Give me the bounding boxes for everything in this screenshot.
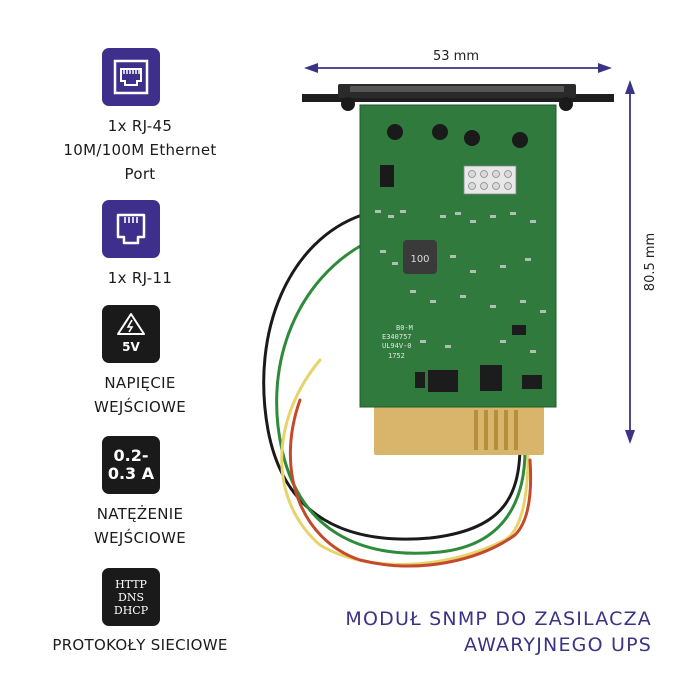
feature-voltage-label: NAPIĘCIE WEJŚCIOWE (20, 371, 260, 419)
feature-rj11-label: 1x RJ-11 (20, 266, 260, 290)
feature-line: WEJŚCIOWE (94, 529, 186, 547)
protocol-badge-line: DHCP (113, 603, 149, 617)
title-line: AWARYJNEGO UPS (463, 634, 652, 656)
feature-line: 1x RJ-45 (107, 117, 173, 135)
svg-text:B0-M: B0-M (396, 324, 413, 332)
feature-line: 10M/100M Ethernet (63, 141, 217, 159)
voltage-badge: 5V (122, 340, 140, 354)
pcb-components (375, 210, 546, 353)
svg-text:E340757: E340757 (382, 333, 412, 341)
current-value-icon: 0.2- 0.3 A (102, 436, 160, 494)
current-badge-line: 0.2- (113, 446, 149, 465)
feature-rj45-label: 1x RJ-45 10M/100M Ethernet Port (20, 114, 260, 186)
mounting-bracket (302, 84, 614, 111)
feature-current-label: NATĘŻENIE WEJŚCIOWE (20, 502, 260, 550)
ic-chips (415, 325, 542, 392)
feature-protocols-label: PROTOKOŁY SIECIOWE (20, 633, 260, 657)
silkscreen-text: B0-M E340757 UL94V-0 1752 (382, 324, 413, 360)
pin-header (463, 165, 517, 195)
feature-line: WEJŚCIOWE (94, 398, 186, 416)
board-top-connectors (380, 124, 528, 187)
cable-bundle (262, 213, 533, 568)
width-dimension-label: 53 mm (433, 49, 479, 64)
feature-line: Port (124, 165, 156, 183)
high-voltage-icon: 5V (102, 305, 160, 363)
gold-edge-connector (374, 405, 544, 455)
product-title: MODUŁ SNMP DO ZASILACZA AWARYJNEGO UPS (292, 606, 652, 658)
feature-line: PROTOKOŁY SIECIOWE (52, 636, 228, 654)
title-line: MODUŁ SNMP DO ZASILACZA (345, 608, 652, 630)
inductor-marking: 100 (410, 254, 429, 265)
height-dimension-label: 80.5 mm (643, 233, 658, 291)
current-badge-line: 0.3 A (107, 464, 155, 483)
feature-line: 1x RJ-11 (107, 269, 173, 287)
height-dimension-arrow (625, 80, 635, 444)
ethernet-port-icon (102, 48, 160, 106)
protocol-badge-line: DNS (118, 590, 144, 604)
feature-line: NATĘŻENIE (96, 505, 184, 523)
inductor-component: 100 (403, 240, 437, 274)
svg-text:UL94V-0: UL94V-0 (382, 342, 412, 350)
feature-line: NAPIĘCIE (104, 374, 176, 392)
phone-port-icon (102, 200, 160, 258)
protocol-badge-line: HTTP (115, 577, 147, 591)
width-dimension-arrow (304, 63, 612, 73)
svg-text:1752: 1752 (388, 352, 405, 360)
pcb-board (360, 105, 556, 407)
protocols-icon: HTTP DNS DHCP (102, 568, 160, 626)
